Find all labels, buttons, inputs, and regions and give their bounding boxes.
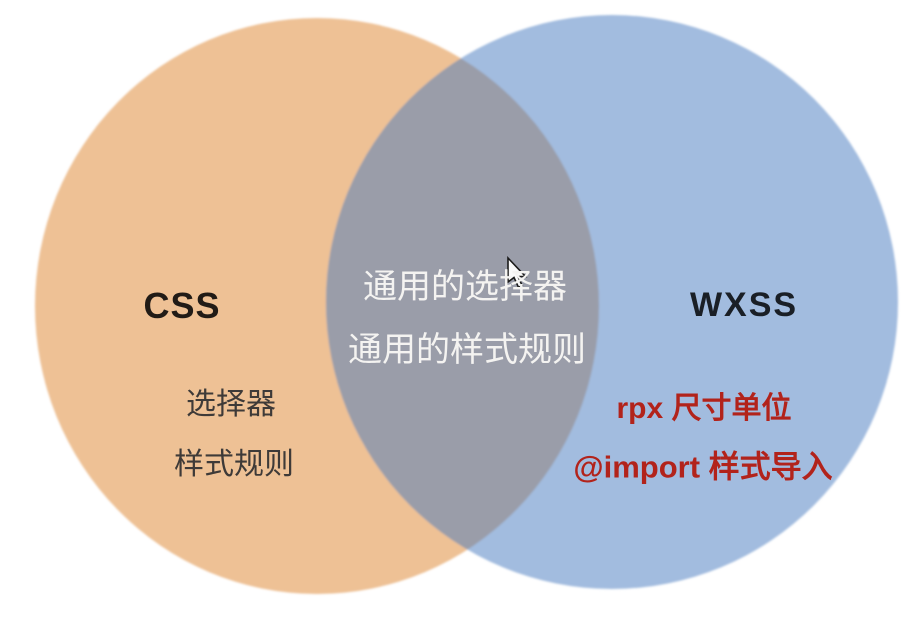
overlap-lens: [326, 18, 599, 589]
wxss-item-rpx-unit: rpx 尺寸单位: [616, 392, 792, 425]
overlap-item-common-selectors: 通用的选择器: [363, 268, 567, 306]
wxss-item-import: @import 样式导入: [573, 449, 833, 485]
overlap-item-common-style-rules: 通用的样式规则: [348, 331, 586, 369]
css-circle-label: CSS: [143, 285, 221, 326]
wxss-circle-label: WXSS: [689, 286, 799, 324]
css-item-selectors: 选择器: [186, 388, 276, 421]
mouse-cursor-icon: [507, 255, 528, 289]
css-item-style-rules: 样式规则: [174, 448, 294, 481]
